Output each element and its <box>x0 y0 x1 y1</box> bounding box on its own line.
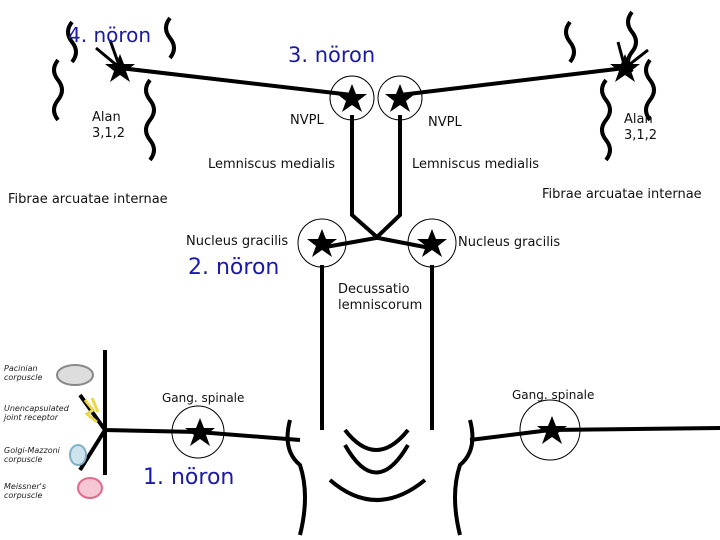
lemniscus-left-label: Lemniscus medialis <box>208 157 335 173</box>
neuron3-right-star <box>385 84 415 112</box>
pacinian-label: Pacinian corpuscle <box>4 364 42 382</box>
nvpl-left-label: NVPL <box>290 113 324 129</box>
lemniscus-right-tract <box>320 115 400 248</box>
meissner-label: Meissner's corpuscle <box>4 482 46 500</box>
gang-left-label: Gang. spinale <box>162 390 244 406</box>
meissner-corpuscle-icon <box>78 478 102 498</box>
neuron2-right-star <box>417 229 447 257</box>
neuron4-left-axon <box>120 68 352 95</box>
nvpl-right-label: NVPL <box>428 115 462 131</box>
neuron2-label: 2. nöron <box>188 255 279 281</box>
neuron1-label: 1. nöron <box>143 465 234 491</box>
fibrae-left-label: Fibrae arcuatae internae <box>8 192 168 208</box>
cortex-left-inner <box>146 80 154 160</box>
decussatio-label: Decussatio lemniscorum <box>338 282 422 314</box>
cortex-left-outer <box>54 60 62 120</box>
lemniscus-right-label: Lemniscus medialis <box>412 157 539 173</box>
cortex-right-outer <box>646 60 654 120</box>
alan-left-label: Alan 3,1,2 <box>92 110 125 142</box>
neuron3-label: 3. nöron <box>288 42 375 68</box>
cortex-right-inner <box>602 80 610 160</box>
golgi-label: Golgi-Mazzoni corpuscle <box>4 446 60 464</box>
neuron4-right-axon <box>400 68 625 95</box>
lemniscus-left-tract <box>352 115 430 248</box>
neuron3-left-star <box>337 84 367 112</box>
cortex-right-top <box>566 22 574 62</box>
neuron4-label: 4. nöron <box>68 22 151 48</box>
pacinian-corpuscle-icon <box>57 365 93 385</box>
gang-right-label: Gang. spinale <box>512 387 594 403</box>
golgi-corpuscle-icon <box>70 445 86 465</box>
cortex-left-top <box>166 18 174 58</box>
neuron1-right-fibres <box>470 428 720 440</box>
spinal-cord-outline <box>288 420 473 535</box>
nucleus-left-label: Nucleus gracilis <box>186 234 288 250</box>
unencapsulated-label: Unencapsulated joint receptor <box>4 404 69 422</box>
fibrae-right-label: Fibrae arcuatae internae <box>542 187 702 203</box>
neuron2-left-star <box>307 229 337 257</box>
nucleus-right-label: Nucleus gracilis <box>458 235 560 251</box>
alan-right-label: Alan 3,1,2 <box>624 112 657 144</box>
